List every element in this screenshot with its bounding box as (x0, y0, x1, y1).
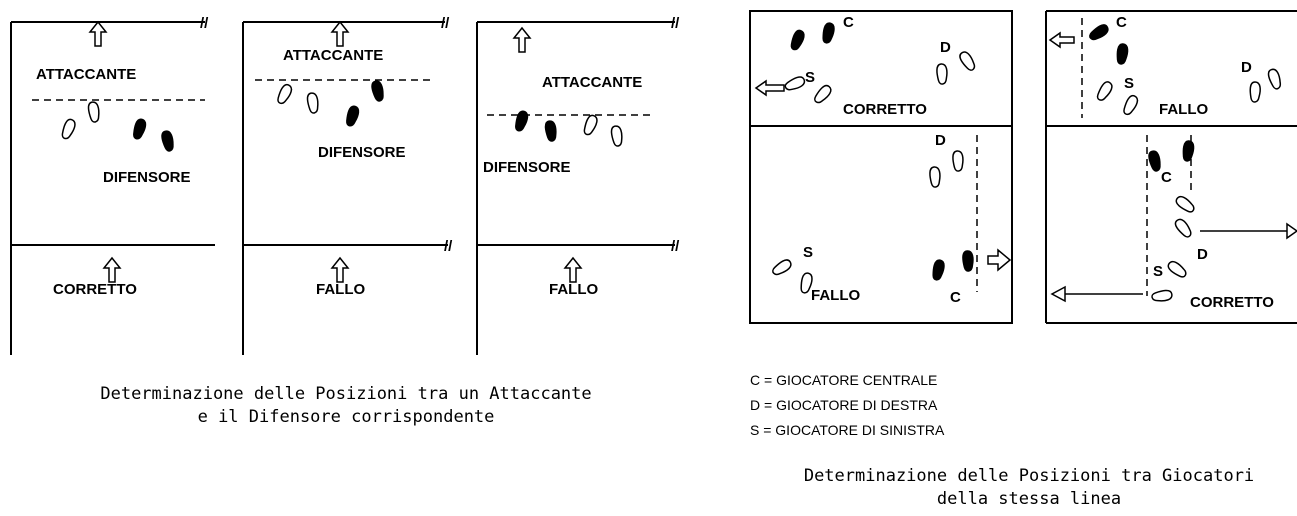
box-2-letter-c: C (1116, 14, 1127, 31)
skate (159, 129, 177, 153)
panel-3-break-mark-top: // (671, 15, 680, 32)
box-1-frame (749, 10, 1013, 324)
box-1-letter-s: S (805, 69, 815, 86)
skate (1173, 193, 1198, 215)
skate (1181, 139, 1195, 163)
box-2-letter-d: D (1241, 59, 1252, 76)
panel-1-break-mark-top: // (200, 15, 209, 32)
legend: C = GIOCATORE CENTRALE D = GIOCATORE DI … (750, 372, 945, 438)
panel-1-attacker-label: ATTACCANTE (36, 66, 136, 83)
panel-2: // // ATTACCANTE DIFENSORE FALLO (242, 15, 453, 355)
box-1-right-arrow (987, 248, 1012, 272)
panel-3-bottom-arrow (564, 257, 582, 283)
skate (1249, 81, 1261, 103)
skate (951, 149, 965, 173)
skate (131, 117, 148, 141)
skate (928, 165, 942, 189)
skate (513, 109, 530, 133)
skate (344, 104, 361, 128)
box-2-letter-s-lower: S (1153, 263, 1163, 280)
skate (581, 113, 600, 138)
skate (609, 124, 625, 148)
panel-3-break-mark-mid: // (671, 238, 680, 255)
panel-1-bottom-arrow (103, 257, 121, 283)
right-caption-line-1: Determinazione delle Posizioni tra Gioca… (804, 466, 1254, 486)
skate (1087, 22, 1111, 44)
panel-2-break-mark-top: // (441, 15, 450, 32)
box-1-letter-c-lower: C (950, 289, 961, 306)
skate (369, 79, 387, 103)
box-2-right-arrow-head (1286, 222, 1297, 240)
box-2: C S FALLO D C D S CORRETTO (1045, 10, 1297, 324)
box-1-letter-d: D (940, 39, 951, 56)
skate (935, 62, 949, 86)
panel-2-verdict: FALLO (316, 281, 365, 298)
box-2-bottom-verdict: CORRETTO (1190, 294, 1274, 311)
box-2-letter-d-lower: D (1197, 246, 1208, 263)
skate (1115, 42, 1129, 66)
legend-line-d: D = GIOCATORE DI DESTRA (750, 397, 938, 413)
skate (543, 119, 559, 143)
panel-2-defender-label: DIFENSORE (318, 144, 406, 161)
panel-3-defender-label: DIFENSORE (483, 159, 571, 176)
box-2-left-arrow (1048, 31, 1075, 49)
skate (1121, 93, 1141, 118)
box-1-letter-d-lower: D (935, 132, 946, 149)
box-2-letter-c-lower: C (1161, 169, 1172, 186)
panel-3-verdict: FALLO (549, 281, 598, 298)
skate (305, 91, 321, 115)
skate (1172, 216, 1195, 240)
legend-line-s: S = GIOCATORE DI SINISTRA (750, 422, 945, 438)
left-caption-line-2: e il Difensore corrispondente (198, 407, 495, 427)
box-2-left-arrow-head (1050, 285, 1066, 303)
skate (961, 249, 975, 273)
box-1-letter-c: C (843, 14, 854, 31)
panel-1: // ATTACCANTE DIFENSORE CORRETTO (10, 15, 215, 355)
panel-2-attacker-label: ATTACCANTE (283, 47, 383, 64)
skate (275, 82, 295, 107)
panel-1-defender-label: DIFENSORE (103, 169, 191, 186)
skate (1266, 67, 1284, 91)
skate (59, 117, 78, 142)
left-caption-line-1: Determinazione delle Posizioni tra un At… (100, 384, 591, 404)
skate (1150, 288, 1174, 304)
box-2-top-verdict: FALLO (1159, 101, 1208, 118)
panel-2-bottom-arrow (331, 257, 349, 283)
skate (1165, 258, 1190, 280)
panel-3: // // ATTACCANTE DIFENSORE FALLO (476, 15, 680, 355)
panel-2-attacker-arrow (331, 21, 349, 47)
panel-2-break-mark-mid: // (444, 238, 453, 255)
legend-line-c: C = GIOCATORE CENTRALE (750, 372, 937, 388)
panel-3-attacker-label: ATTACCANTE (542, 74, 642, 91)
skate (1094, 79, 1115, 104)
box-1-bottom-verdict: FALLO (811, 287, 860, 304)
panel-1-verdict: CORRETTO (53, 281, 137, 298)
box-1-top-verdict: CORRETTO (843, 101, 927, 118)
box-1-letter-s-lower: S (803, 244, 813, 261)
panel-3-attacker-arrow (513, 27, 531, 53)
box-1: C D S CORRETTO D C S FALLO (749, 10, 1013, 324)
box-1-left-arrow (754, 79, 785, 97)
panel-1-attacker-arrow (89, 21, 107, 47)
right-caption-line-2: della stessa linea (937, 489, 1121, 509)
box-2-letter-s: S (1124, 75, 1134, 92)
skate (86, 100, 102, 124)
